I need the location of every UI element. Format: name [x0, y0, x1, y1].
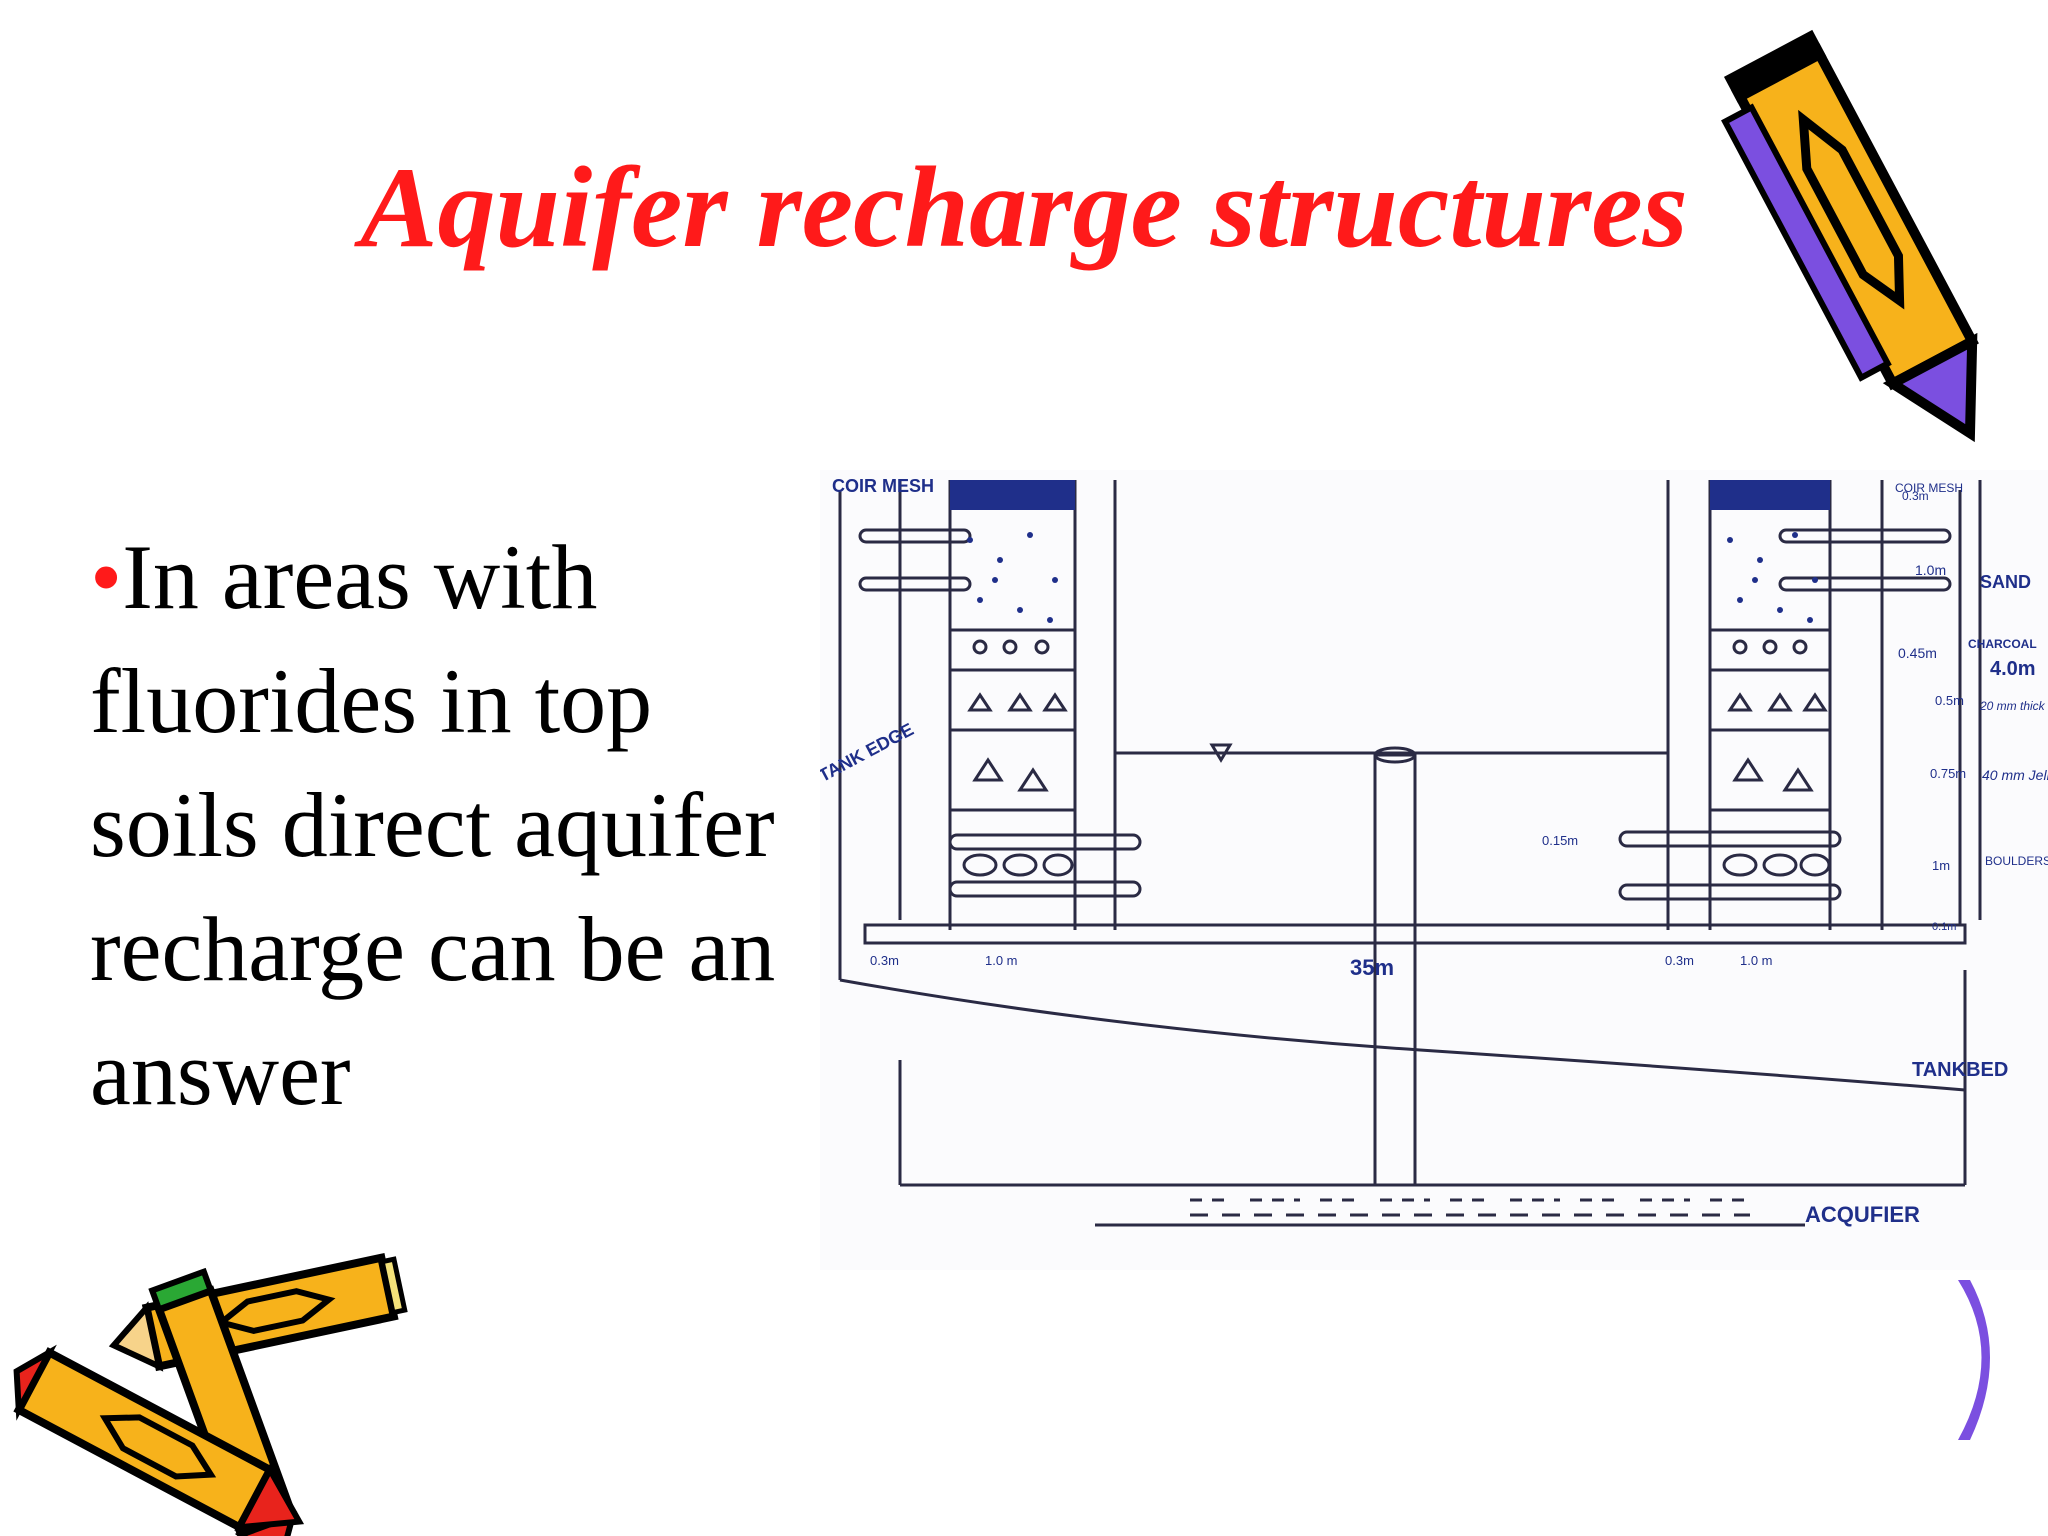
label-charcoal-depth: 4.0m — [1990, 658, 2036, 680]
dim-0-5: 0.5m — [1935, 693, 1964, 708]
label-coir-mesh-right: COIR MESH — [1895, 481, 1963, 495]
bullet-marker: • — [90, 526, 123, 628]
crayons-bottom-left-icon — [13, 1253, 408, 1536]
label-coir-mesh-left: COIR MESH — [832, 476, 934, 496]
dim-1m: 1m — [1932, 858, 1950, 873]
bullet-text: In areas with fluorides in top soils dir… — [90, 526, 776, 1124]
bracket-right-icon — [1958, 1280, 1990, 1440]
dim-1-0: 1.0m — [1915, 562, 1946, 578]
label-sand: SAND — [1980, 572, 2031, 592]
dim-0-45: 0.45m — [1898, 645, 1937, 661]
bottom-dim-0-3-left: 0.3m — [870, 953, 899, 968]
bottom-dim-0-3-right: 0.3m — [1665, 953, 1694, 968]
bullet-point: •In areas with fluorides in top soils di… — [90, 515, 810, 1135]
slide-title: Aquifer recharge structures — [360, 144, 1688, 272]
label-boulders: BOULDERS — [1985, 854, 2048, 868]
pencil-top-right-icon — [1721, 29, 1979, 443]
bottom-dim-1-0-left: 1.0 m — [985, 953, 1018, 968]
label-pipe-depth: 35m — [1350, 955, 1394, 980]
dim-0-1: 0.1m — [1932, 921, 1956, 933]
label-charcoal: CHARCOAL — [1968, 637, 2037, 651]
label-jelly-20: 20 mm thick Jelly — [1979, 699, 2048, 713]
dim-0-75: 0.75m — [1930, 766, 1966, 781]
bottom-dim-1-0-right: 1.0 m — [1740, 953, 1773, 968]
label-jelly-40: 40 mm Jelly — [1982, 767, 2048, 783]
label-tankbed: TANKBED — [1912, 1059, 2008, 1081]
label-aquifer: ACQUFIER — [1805, 1202, 1920, 1227]
dim-0-3-top: 0.3m — [1902, 489, 1929, 503]
dim-0-15: 0.15m — [1542, 833, 1578, 848]
recharge-structure-diagram: COIR MESH COIR MESH TANK EDGE SAND CHARC… — [820, 470, 2048, 1270]
